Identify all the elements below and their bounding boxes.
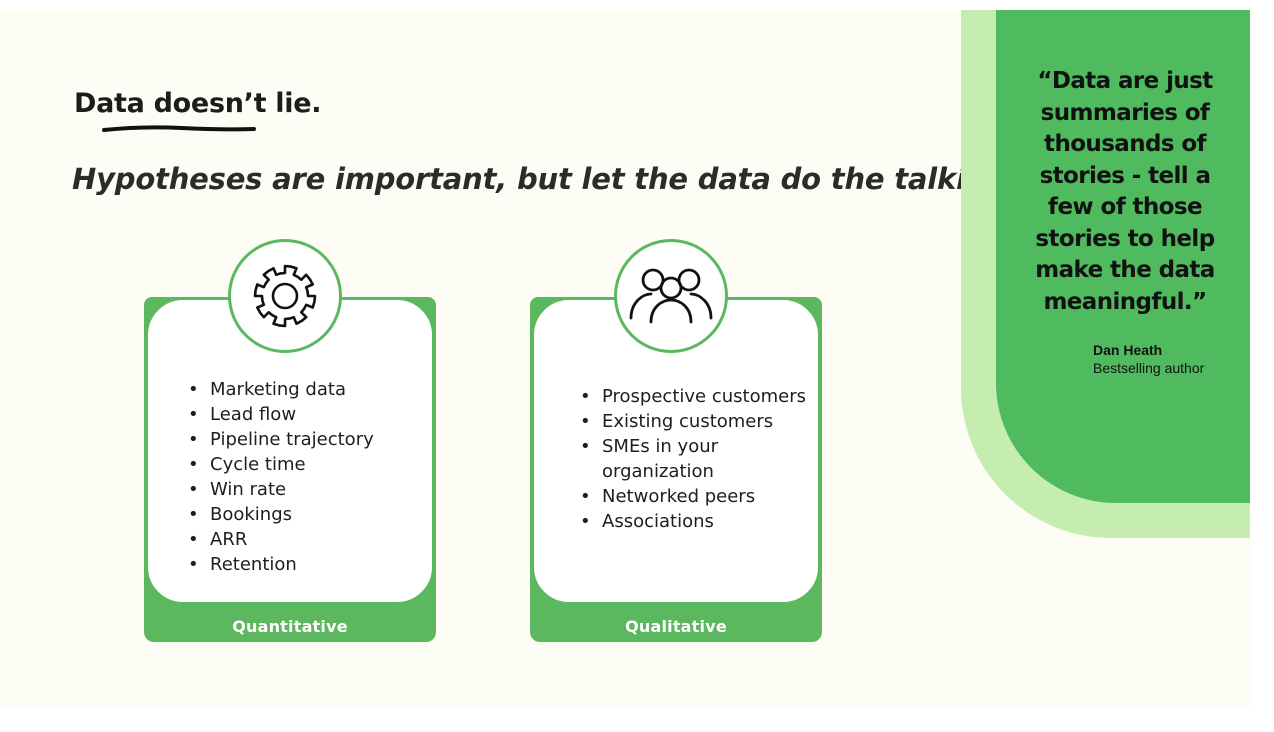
gear-icon — [228, 239, 342, 353]
list-item: Associations — [578, 509, 808, 534]
quantitative-card: Quantitative Marketing data Lead flow Pi… — [144, 239, 436, 642]
quote-author-role: Bestselling author — [1093, 360, 1205, 376]
list-item: SMEs in your organization — [578, 434, 752, 484]
card-label: Qualitative — [625, 617, 727, 636]
qualitative-card: Qualitative Prospective customers Existi… — [530, 239, 822, 642]
list-item: Win rate — [186, 477, 374, 502]
list-item: Lead flow — [186, 402, 374, 427]
list-item: Retention — [186, 552, 374, 577]
title-underline — [102, 125, 256, 132]
list-item: Existing customers — [578, 409, 808, 434]
quote-panel: “Data are just summaries of thousands of… — [961, 10, 1250, 538]
slide-subtitle: Hypotheses are important, but let the da… — [72, 162, 1007, 196]
qualitative-list: Prospective customers Existing customers… — [578, 384, 808, 534]
quote-panel-inner — [996, 10, 1250, 503]
quantitative-list: Marketing data Lead flow Pipeline trajec… — [186, 377, 374, 577]
list-item: Prospective customers — [578, 384, 808, 409]
list-item: Marketing data — [186, 377, 374, 402]
quote-text: “Data are just summaries of thousands of… — [1035, 68, 1215, 315]
card-label: Quantitative — [232, 617, 348, 636]
list-item: Pipeline trajectory — [186, 427, 374, 452]
people-group-icon — [614, 239, 728, 353]
quote-author: Dan Heath — [1093, 342, 1163, 358]
slide: Data doesn’t lie. Hypotheses are importa… — [0, 10, 1250, 708]
list-item: Cycle time — [186, 452, 374, 477]
list-item: ARR — [186, 527, 374, 552]
list-item: Bookings — [186, 502, 374, 527]
slide-title: Data doesn’t lie. — [74, 88, 322, 119]
list-item: Networked peers — [578, 484, 808, 509]
